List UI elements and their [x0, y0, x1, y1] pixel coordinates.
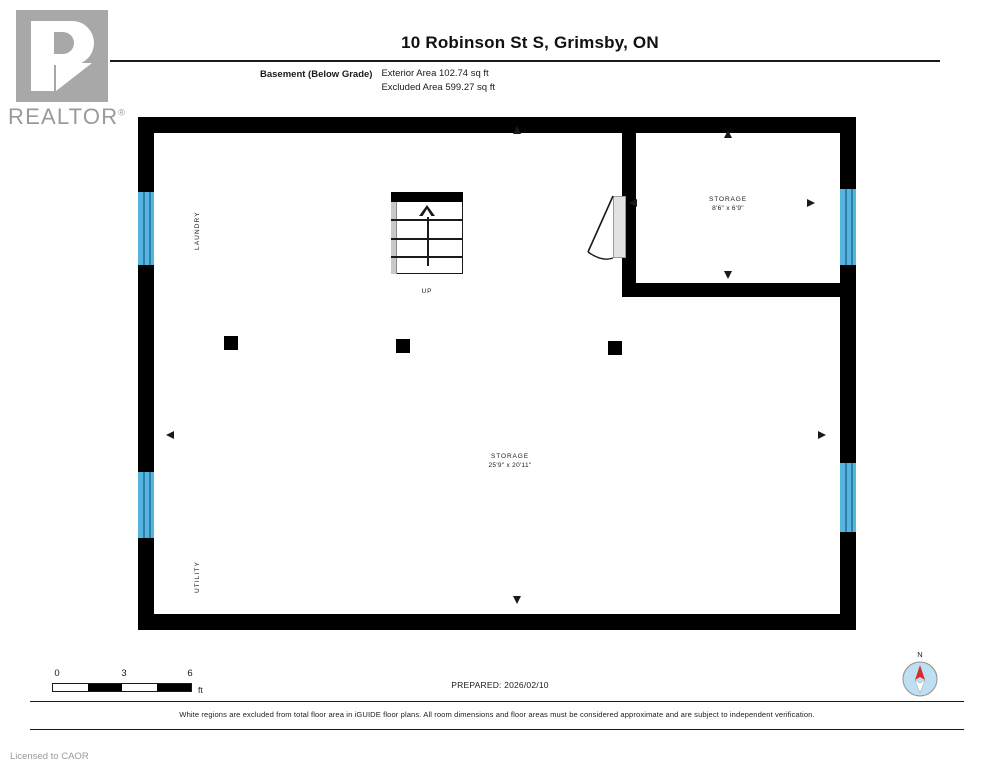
window-left-lower-mullion-b [149, 472, 151, 538]
window-left-lower-mullion-a [143, 472, 145, 538]
compass-dial-icon [902, 661, 938, 697]
door-swing-arc [587, 195, 614, 260]
wall-top-left [138, 117, 638, 133]
window-left-upper-mullion-a [143, 192, 145, 265]
scale-tick-6: 6 [187, 668, 193, 679]
scale-segment-3 [122, 684, 157, 691]
support-post-3 [608, 341, 622, 355]
window-left-upper-mullion-b [149, 192, 151, 265]
stair-tread-3 [391, 256, 463, 258]
disclaimer-text: White regions are excluded from total fl… [179, 710, 815, 719]
logo-r-stem [31, 21, 54, 91]
stairs-up-label: UP [421, 288, 433, 295]
scale-tick-0: 0 [54, 668, 60, 679]
licensed-to-text: Licensed to CAOR [10, 751, 89, 762]
realtor-wordmark-text: REALTOR [8, 104, 119, 129]
logo-r-bowl-hole [54, 32, 74, 54]
footer-divider-top [30, 701, 964, 702]
room-label-laundry: LAUNDRY [194, 211, 201, 250]
wall-bottom [138, 614, 856, 630]
wall-right-upper [840, 117, 856, 189]
door-panel [613, 196, 626, 258]
page-title: 10 Robinson St S, Grimsby, ON [401, 33, 659, 52]
room-label-storage-main: STORAGE 25'9" x 20'11" [462, 453, 558, 471]
dim-arrow-storage-bottom [724, 271, 732, 279]
room-name-storage-small: STORAGE [709, 196, 747, 203]
dim-arrow-storage-top [724, 130, 732, 138]
wall-storage-partition-vertical [622, 117, 636, 297]
realtor-wordmark: REALTOR® [8, 104, 126, 130]
window-left-lower [138, 472, 154, 538]
scale-segment-2 [87, 684, 122, 691]
realtor-r-mark [16, 10, 108, 102]
dim-arrow-main-top [513, 126, 521, 134]
dim-arrow-main-bottom [513, 596, 521, 604]
level-label: Basement (Below Grade) [260, 69, 373, 80]
staircase-top-edge [391, 192, 463, 202]
stair-tread-1 [391, 219, 463, 221]
window-right-upper-mullion-b [851, 189, 853, 265]
scale-segment-1 [53, 684, 88, 691]
scale-bar: 0 3 6 ft [52, 668, 203, 695]
window-left-upper [138, 192, 154, 265]
prepared-date: PREPARED: 2026/02/10 [451, 680, 549, 690]
scale-bar-track [52, 683, 192, 692]
scale-unit-label: ft [198, 685, 203, 695]
compass-rose: N [898, 650, 942, 698]
support-post-2 [396, 339, 410, 353]
dim-arrow-main-left [166, 431, 174, 439]
stair-tread-2 [391, 238, 463, 240]
room-label-utility: UTILITY [194, 561, 201, 593]
header-divider [110, 60, 940, 62]
scale-tick-3: 3 [121, 668, 127, 679]
area-summary: Exterior Area 102.74 sq ft Excluded Area… [381, 68, 495, 93]
staircase [391, 192, 463, 274]
excluded-area-text: Excluded Area 599.27 sq ft [381, 82, 496, 93]
room-dims-storage-small: 8'6" x 6'9" [712, 204, 744, 212]
wall-left-upper [138, 117, 154, 192]
scale-segment-4 [156, 684, 191, 691]
registered-mark: ® [118, 107, 127, 118]
logo-r-leg [56, 63, 92, 91]
realtor-logo: REALTOR® [8, 8, 125, 129]
room-label-storage-small: STORAGE 8'6" x 6'9" [686, 196, 770, 214]
window-right-upper [840, 189, 856, 265]
level-summary: Basement (Below Grade) Exterior Area 102… [260, 68, 860, 93]
wall-left-lower [138, 538, 154, 630]
window-right-lower-mullion-a [845, 463, 847, 532]
window-right-lower-mullion-b [851, 463, 853, 532]
scale-tick-labels: 0 3 6 [52, 668, 192, 681]
staircase-side-rail [391, 202, 397, 274]
support-post-1 [224, 336, 238, 350]
dim-arrow-storage-right [807, 199, 815, 207]
room-dims-storage-main: 25'9" x 20'11" [488, 461, 532, 469]
compass-north-label: N [917, 650, 923, 659]
footer-divider-bottom [30, 729, 964, 730]
stair-direction-arrow-head [419, 205, 435, 217]
wall-right-lower [840, 532, 856, 630]
window-right-lower [840, 463, 856, 532]
exterior-area-text: Exterior Area 102.74 sq ft [381, 68, 489, 79]
wall-left-mid [138, 265, 154, 472]
dim-arrow-storage-left [629, 199, 637, 207]
window-right-upper-mullion-a [845, 189, 847, 265]
wall-top-right [622, 117, 856, 133]
room-name-storage-main: STORAGE [491, 453, 529, 460]
dim-arrow-main-right [818, 431, 826, 439]
wall-storage-partition-horizontal [622, 283, 840, 297]
stair-direction-arrow-shaft [427, 208, 429, 266]
wall-right-mid [840, 265, 856, 463]
